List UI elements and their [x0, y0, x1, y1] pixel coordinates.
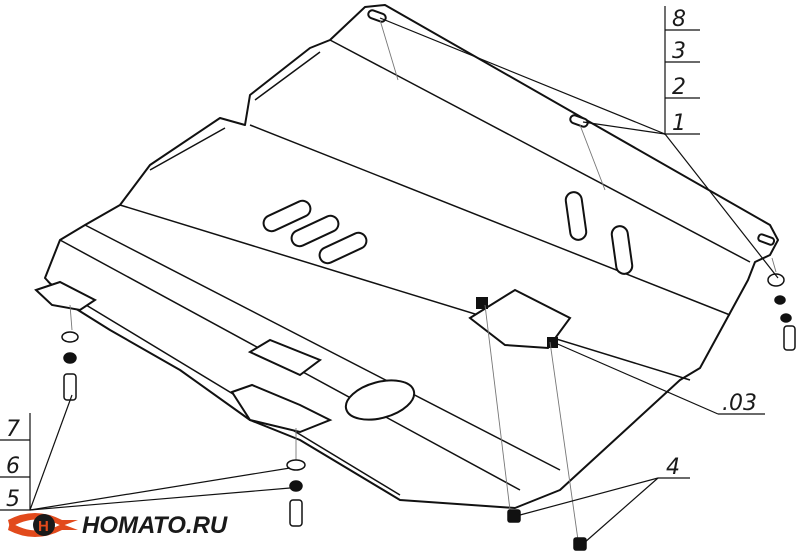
leader-4a [519, 477, 659, 516]
projection-line [549, 341, 579, 541]
drain-oval [344, 379, 416, 421]
callout-2: 2 [672, 75, 686, 100]
vent-slot [610, 225, 634, 275]
nut-icon [63, 352, 77, 364]
bend-line-upper [329, 39, 751, 263]
logo-emblem-letter: Н [38, 518, 49, 535]
mount-tab-front [230, 383, 333, 434]
leader-8 [379, 17, 666, 135]
hatch-bolt [476, 297, 488, 309]
mount-tab-center [247, 338, 323, 377]
leader-4b [583, 477, 659, 544]
washer-icon [61, 331, 79, 343]
fasteners [61, 273, 796, 551]
leader-3 [664, 133, 779, 279]
slot-right-edge [757, 233, 776, 246]
projection-line [579, 124, 606, 191]
callout-03: .03 [722, 391, 757, 416]
nut-icon [780, 313, 792, 323]
vent-slot [262, 199, 312, 233]
logo: Н НОМАТО.RU [8, 512, 228, 539]
callout-labels: 8 3 2 1 7 6 5 4 .03 [6, 7, 757, 512]
nut-icon [774, 295, 786, 305]
callout-7: 7 [6, 417, 20, 442]
callout-4: 4 [666, 455, 680, 480]
logo-wing-icon [8, 522, 78, 537]
callout-leaders [0, 6, 779, 544]
washer-icon [286, 459, 306, 471]
inner-ridge-left-2 [149, 127, 226, 171]
callout-6: 6 [6, 454, 20, 479]
hatch-bolt [547, 337, 558, 348]
nut-icon [289, 480, 303, 492]
inner-ridge-left [254, 51, 321, 101]
logo-wing-icon [8, 513, 78, 528]
service-hatch-cover [468, 288, 572, 350]
callout-1: 1 [672, 111, 686, 136]
bolt-icon [783, 325, 796, 351]
bend-line-top-edge [249, 124, 731, 316]
vent-slot [564, 191, 588, 241]
logo-emblem-icon [33, 514, 55, 536]
skid-plate [44, 4, 779, 509]
washer-icon [767, 273, 785, 287]
bolt-icon [289, 499, 303, 527]
bolt-head-icon [573, 537, 587, 551]
bolt-head-icon [507, 509, 521, 523]
vent-slot [318, 231, 368, 265]
callout-5: 5 [6, 487, 20, 512]
projection-line [484, 304, 511, 511]
projection-lines [69, 19, 777, 541]
bend-line-front [84, 224, 561, 471]
service-hatch [468, 288, 572, 350]
slot-top-right [569, 114, 589, 128]
mount-tab-left [34, 280, 97, 312]
callout-8: 8 [672, 7, 686, 32]
leader-6 [29, 467, 291, 511]
projection-line [379, 19, 399, 81]
vent-slots [262, 191, 634, 421]
projection-line [771, 257, 777, 273]
plate-outline [44, 4, 779, 509]
leader-5 [29, 487, 291, 511]
logo-text: НОМАТО.RU [82, 512, 228, 539]
leader-7 [29, 394, 73, 511]
bolt-icon [63, 373, 77, 401]
bend-line-middle [119, 204, 691, 381]
leader-1 [582, 121, 666, 135]
callout-3: 3 [672, 39, 686, 64]
mounting-tabs [34, 9, 776, 434]
front-lip [47, 281, 401, 496]
leader-03 [552, 341, 719, 415]
vent-slot [290, 214, 340, 248]
projection-line [69, 304, 73, 331]
